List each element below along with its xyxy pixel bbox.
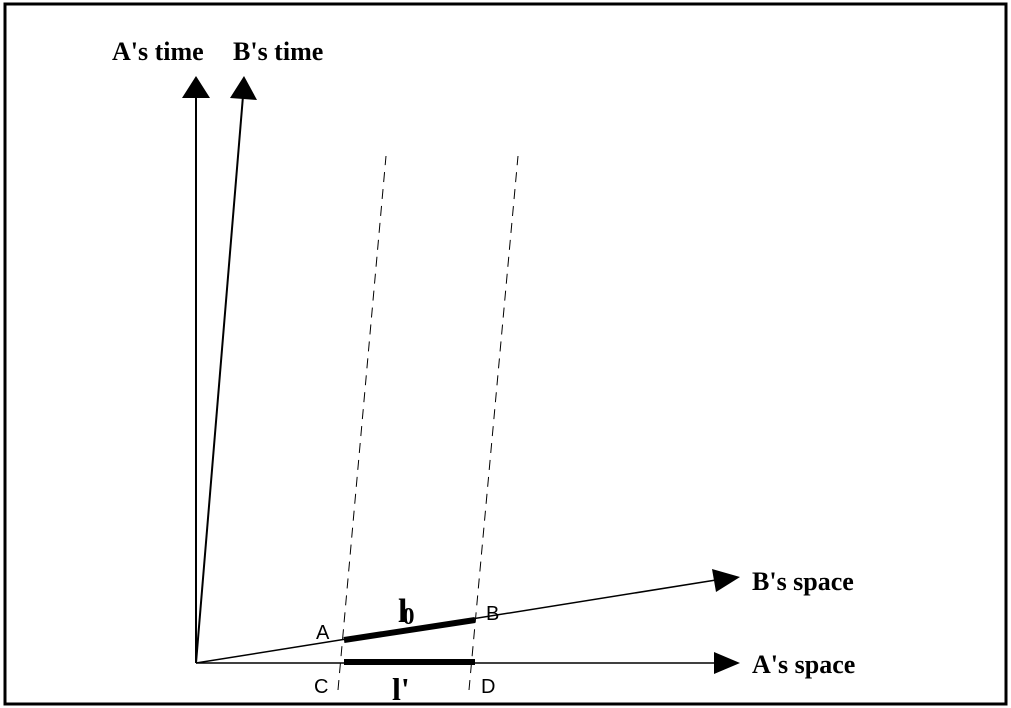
point-label-b: B bbox=[486, 603, 499, 625]
point-label-d: D bbox=[481, 676, 495, 698]
segment-ab bbox=[343, 617, 476, 643]
proper-length-subscript: 0 bbox=[402, 604, 414, 630]
diagram-frame bbox=[3, 2, 1008, 706]
a-space-arrowhead bbox=[714, 652, 740, 674]
b-space-arrowhead bbox=[712, 569, 740, 592]
b-time-arrowhead bbox=[230, 76, 257, 100]
worldline-right bbox=[468, 155, 519, 691]
worldline-left bbox=[337, 155, 387, 691]
proper-length-label: l0 bbox=[398, 593, 414, 630]
b-space-label: B's space bbox=[752, 567, 854, 596]
contracted-length-label: l' bbox=[392, 671, 410, 707]
a-time-arrowhead bbox=[182, 76, 210, 98]
a-time-label: A's time bbox=[112, 37, 204, 66]
b-time-label: B's time bbox=[233, 37, 323, 66]
point-label-a: A bbox=[316, 622, 330, 644]
proper-length-base: l bbox=[398, 593, 407, 630]
a-space-label: A's space bbox=[752, 650, 855, 679]
point-label-c: C bbox=[314, 676, 328, 698]
b-time-axis bbox=[195, 95, 244, 664]
